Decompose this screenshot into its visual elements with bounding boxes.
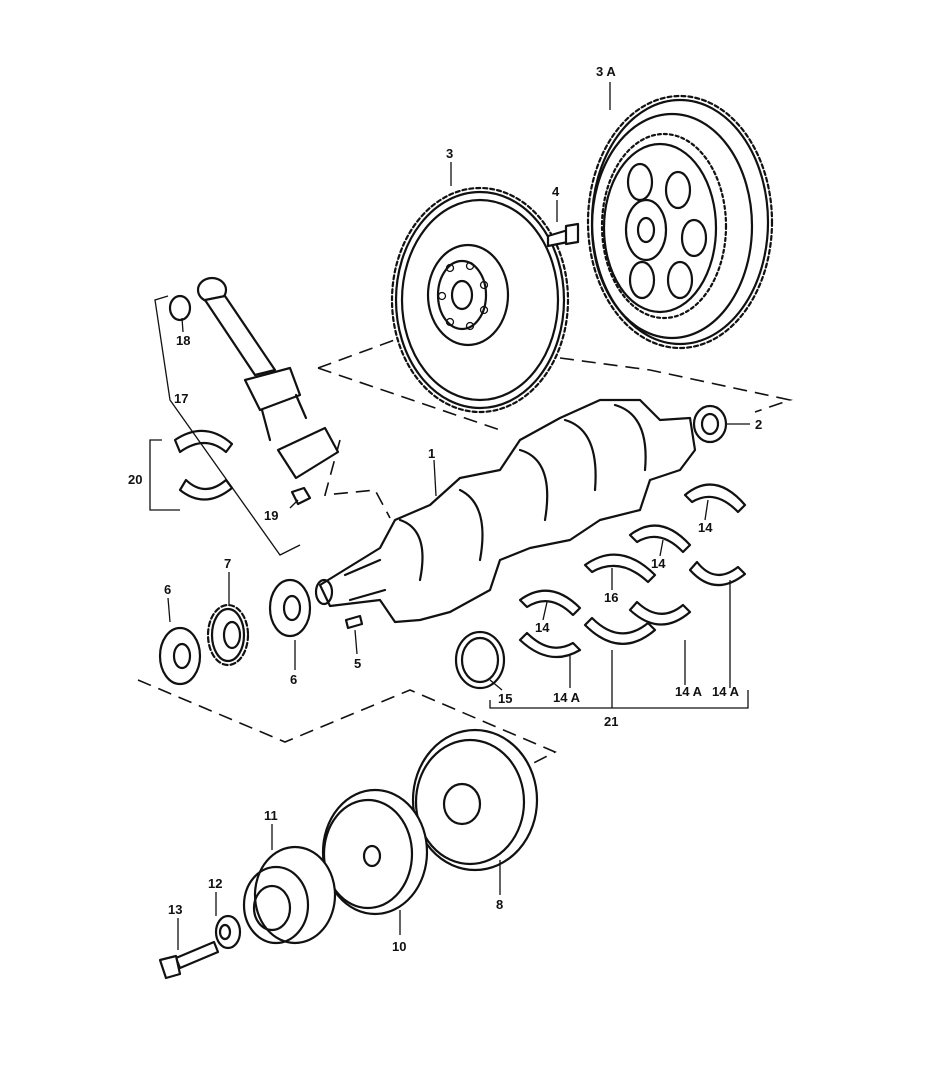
callout-4: 4 (552, 184, 560, 199)
conrod-bearing-shells (173, 429, 234, 501)
callout-14A3: 14 A (712, 684, 740, 699)
flywheel-group-outline (317, 337, 793, 431)
main-bearing-shells (518, 483, 747, 659)
callout-10: 10 (392, 939, 406, 954)
vibration-damper (242, 845, 337, 945)
callout-6a: 6 (164, 582, 171, 597)
callout-3a: 3 A (596, 64, 616, 79)
pulley-washer (214, 914, 242, 950)
front-group-outline (137, 679, 557, 771)
callout-21: 21 (604, 714, 618, 729)
pilot-bearing (692, 404, 728, 444)
pulley-middle (321, 788, 429, 916)
callout-13: 13 (168, 902, 182, 917)
pulley-bolt (158, 940, 220, 980)
leader-lines (167, 82, 750, 950)
pulley-large (411, 728, 539, 872)
connecting-rod (168, 276, 340, 480)
callout-14A1: 14 A (553, 690, 581, 705)
crankshaft-seal (454, 630, 506, 690)
crankshaft (314, 398, 697, 624)
callout-18: 18 (176, 333, 190, 348)
conrod-nut (290, 486, 312, 506)
bracket-20 (149, 439, 180, 511)
drive-plate (586, 94, 774, 350)
callout-20: 20 (128, 472, 142, 487)
callout-5: 5 (354, 656, 361, 671)
callout-19: 19 (264, 508, 278, 523)
woodruff-key (344, 614, 364, 630)
callout-6b: 6 (290, 672, 297, 687)
callout-12: 12 (208, 876, 222, 891)
callout-2: 2 (755, 417, 762, 432)
callout-17: 17 (174, 391, 188, 406)
callout-3: 3 (446, 146, 453, 161)
bracket-21 (489, 690, 749, 709)
flywheel-bolt (546, 222, 580, 248)
callout-15: 15 (498, 691, 512, 706)
callout-14b: 14 (651, 556, 666, 571)
conrod-link-outline (323, 439, 391, 519)
callout-14a: 14 (698, 520, 713, 535)
callout-11: 11 (264, 808, 278, 823)
callout-8: 8 (496, 897, 503, 912)
callout-14A2: 14 A (675, 684, 703, 699)
flywheel (390, 186, 570, 414)
callout-1: 1 (428, 446, 435, 461)
callout-14c: 14 (535, 620, 550, 635)
callout-16: 16 (604, 590, 618, 605)
thrust-washer-rear (268, 578, 312, 638)
thrust-washer-front (158, 626, 202, 686)
callout-7: 7 (224, 556, 231, 571)
crankshaft-sprocket (206, 603, 250, 667)
bracket-17 (154, 295, 301, 556)
